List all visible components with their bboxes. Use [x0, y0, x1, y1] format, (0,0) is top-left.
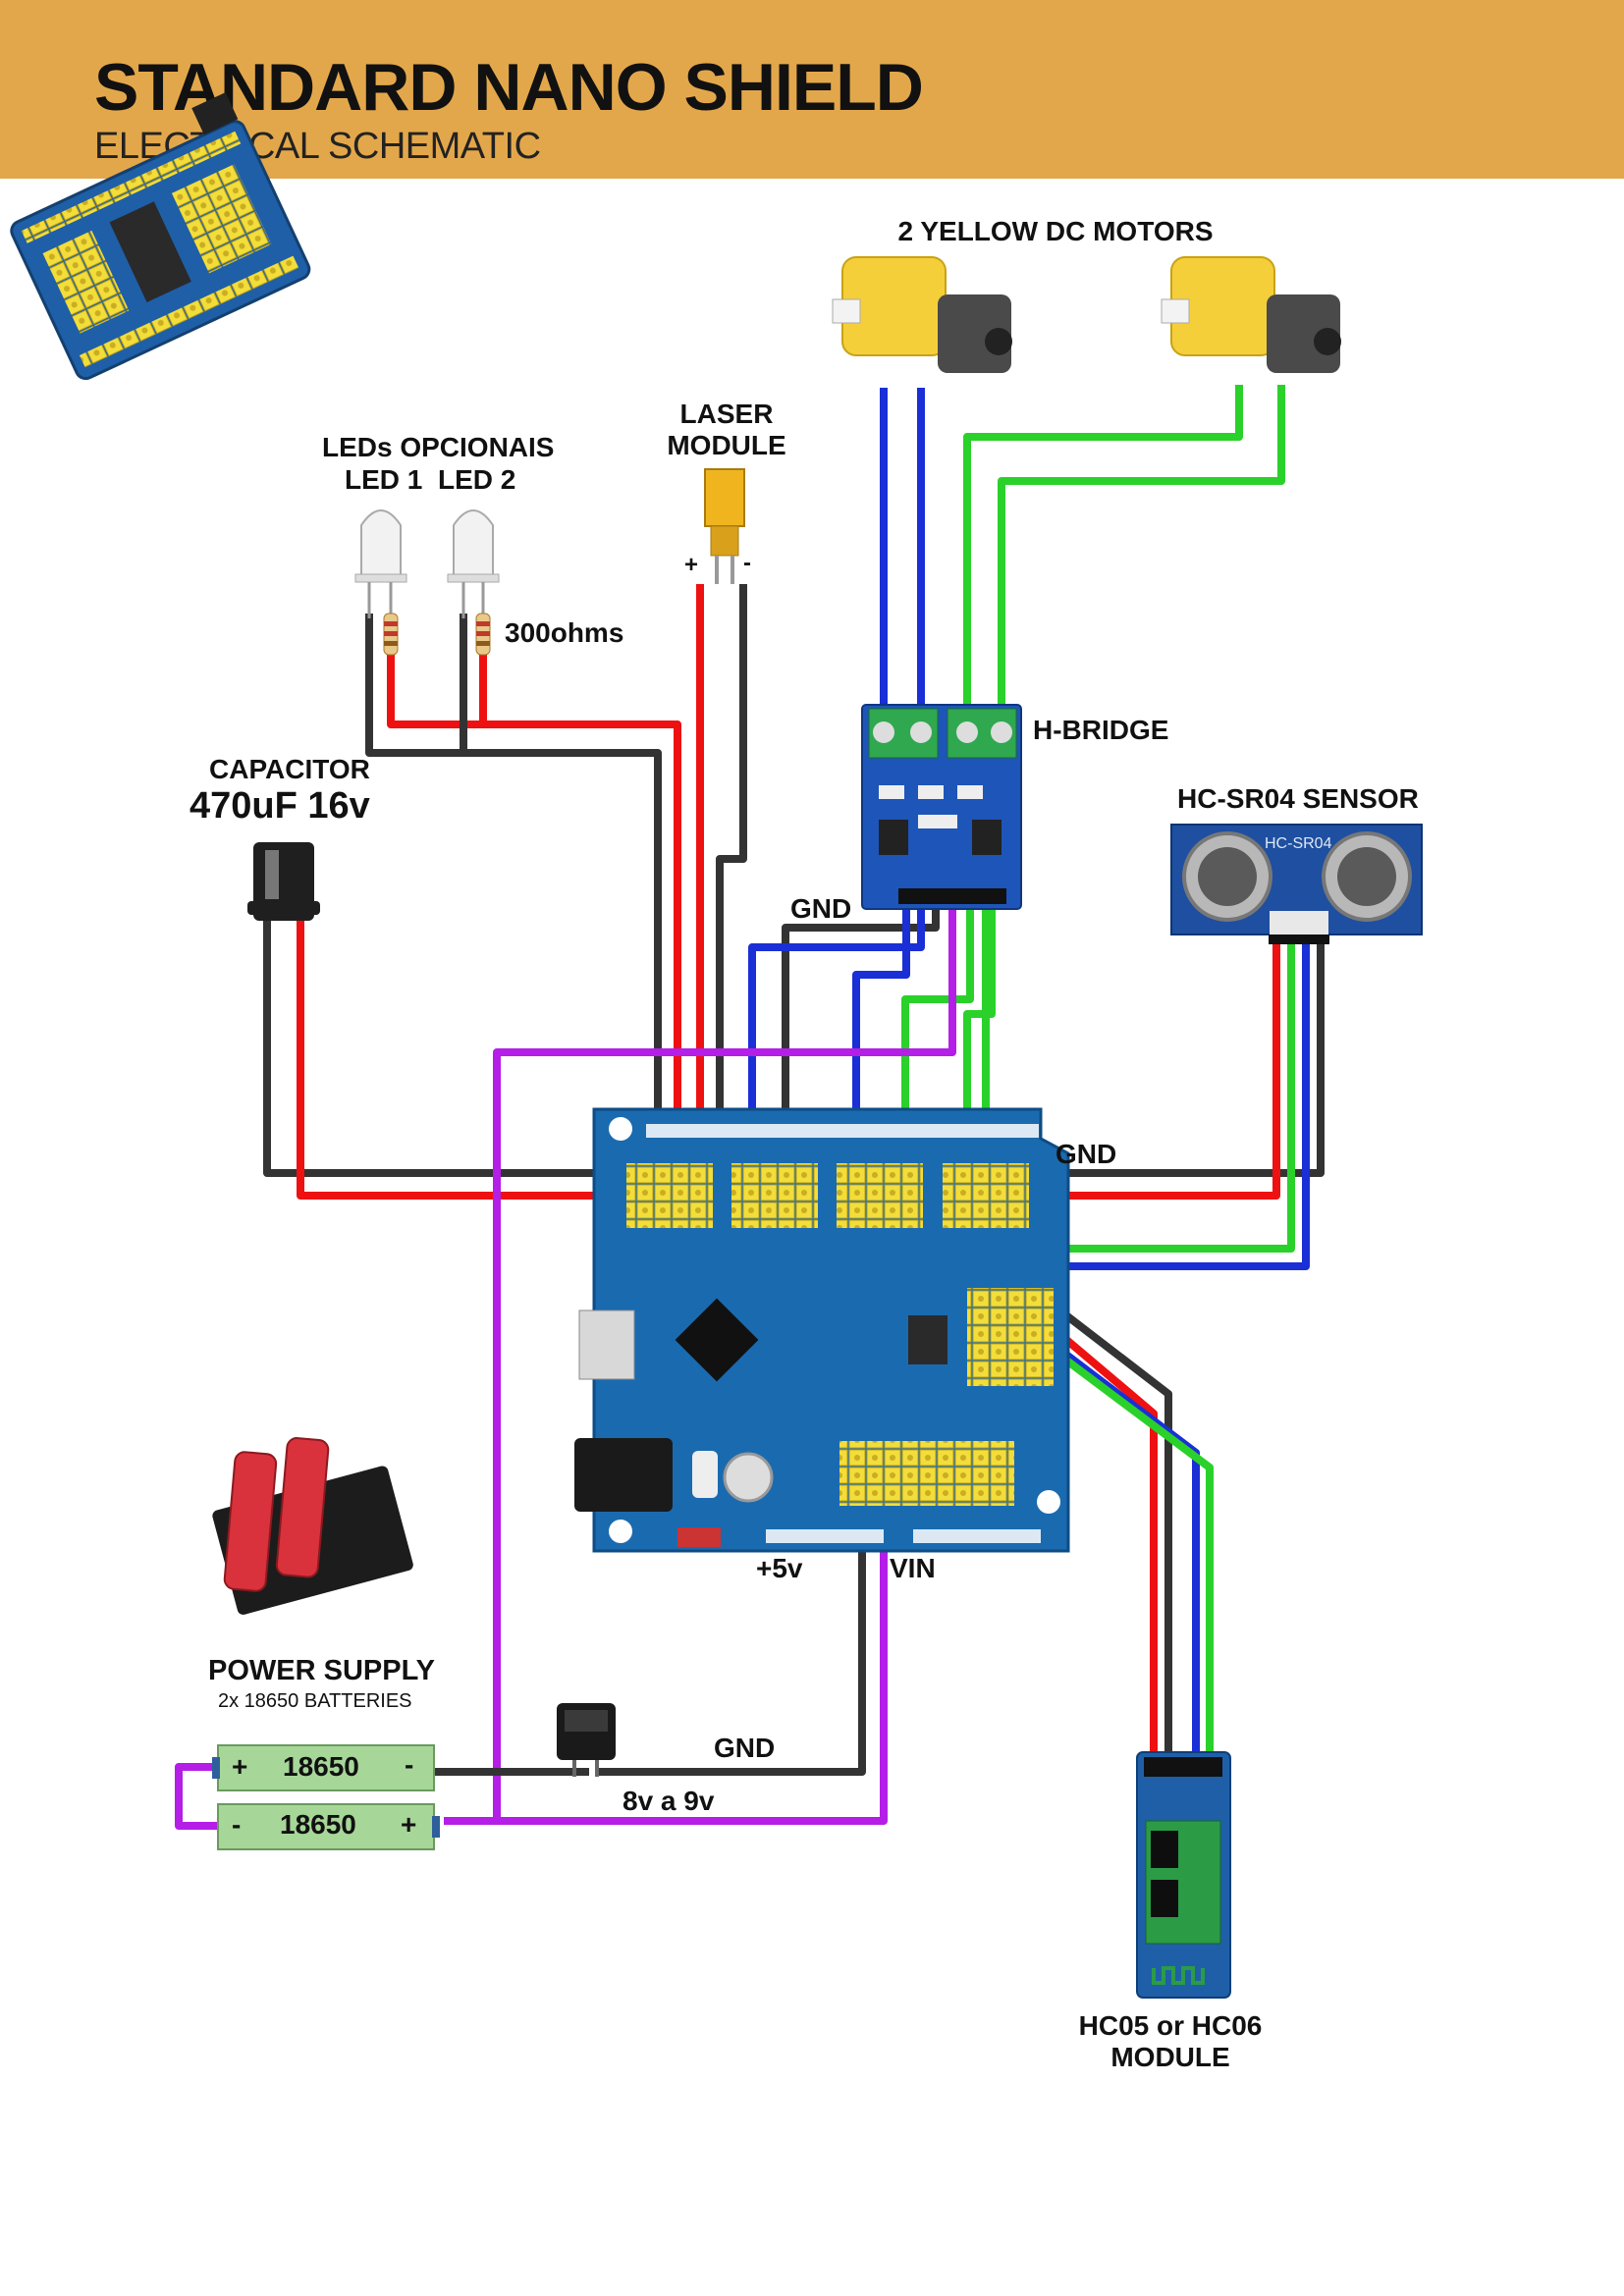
nano-shield-photo	[10, 92, 311, 381]
dc-motor-1	[832, 256, 1012, 373]
battery-link-wire	[175, 1763, 218, 1830]
hbridge-blue-wire-a	[748, 903, 925, 1215]
plus5v-label: +5v	[756, 1553, 803, 1583]
resistor-label: 300ohms	[505, 617, 624, 648]
h-bridge-module	[861, 704, 1022, 910]
bt-black-wire	[1038, 1292, 1172, 1757]
battery-holder-photo	[212, 1437, 413, 1615]
header-banner	[0, 0, 1624, 179]
sensor-board-text: HC-SR04	[1265, 835, 1332, 852]
motor2-wire-b	[998, 385, 1285, 709]
laser-label-line2: MODULE	[667, 430, 786, 460]
arduino-nano-shield-board	[574, 1107, 1070, 1553]
led-2	[447, 509, 500, 656]
laser-label-line1: LASER	[679, 399, 774, 429]
wires	[175, 385, 1325, 1830]
gnd-sensor-label: GND	[1056, 1139, 1117, 1169]
capacitor-value: 470uF 16v	[189, 785, 370, 827]
capacitor-title: CAPACITOR	[209, 754, 370, 784]
led1-black-wire	[365, 614, 662, 1178]
motors-label: 2 YELLOW DC MOTORS	[897, 216, 1214, 246]
bt-label-line2: MODULE	[1110, 2042, 1230, 2072]
sensor-label: HC-SR04 SENSOR	[1177, 783, 1419, 814]
battery2-label: 18650	[280, 1809, 356, 1840]
battery2-plus: +	[401, 1809, 417, 1840]
vin-label: VIN	[890, 1553, 936, 1583]
hbridge-label: H-BRIDGE	[1033, 715, 1169, 745]
led2-label: LED 2	[438, 464, 516, 495]
battery-1	[212, 1744, 435, 1791]
laser-minus-label: -	[743, 550, 751, 576]
battery1-label: 18650	[283, 1751, 359, 1782]
power-switch[interactable]	[557, 1703, 616, 1777]
power-subtitle: 2x 18650 BATTERIES	[218, 1690, 412, 1712]
motor2-wire-a	[963, 385, 1243, 709]
bluetooth-module	[1136, 1751, 1231, 1999]
bt-label: HC05 or HC06 MODULE	[1079, 2010, 1263, 2073]
gnd-power-label: GND	[714, 1733, 776, 1763]
dc-motor-2	[1161, 256, 1341, 373]
sensor-red-wire	[1021, 937, 1280, 1200]
gnd-hbridge-label: GND	[790, 893, 852, 924]
voltage-label: 8v a 9v	[623, 1786, 715, 1816]
hbridge-green-wire-a	[901, 903, 974, 1215]
led-1	[354, 509, 407, 656]
switch-gnd-wire	[599, 1541, 866, 1776]
led1-red-wire	[387, 653, 681, 1178]
leds-title: LEDs OPCIONAIS	[322, 432, 555, 462]
laser-label: LASER MODULE	[667, 399, 785, 461]
power-vin-wire	[444, 1541, 888, 1825]
battery1-minus: -	[405, 1749, 414, 1780]
hbridge-blue-wire-b	[852, 903, 910, 1215]
led1-label: LED 1	[345, 464, 423, 495]
bt-label-line1: HC05 or HC06	[1078, 2010, 1263, 2041]
laser-module	[704, 468, 745, 584]
hc-sr04-sensor	[1170, 824, 1423, 944]
laser-plus-label: +	[684, 552, 699, 578]
capacitor-red-wire	[297, 918, 643, 1200]
battery-2	[217, 1803, 440, 1850]
battery2-minus: -	[232, 1809, 242, 1840]
power-title: POWER SUPPLY	[208, 1655, 435, 1686]
battery1-plus: +	[232, 1751, 248, 1782]
laser-black-wire	[716, 584, 747, 1178]
capacitor-black-wire	[263, 918, 643, 1177]
capacitor	[247, 842, 320, 921]
sensor-black-wire	[1065, 937, 1325, 1177]
